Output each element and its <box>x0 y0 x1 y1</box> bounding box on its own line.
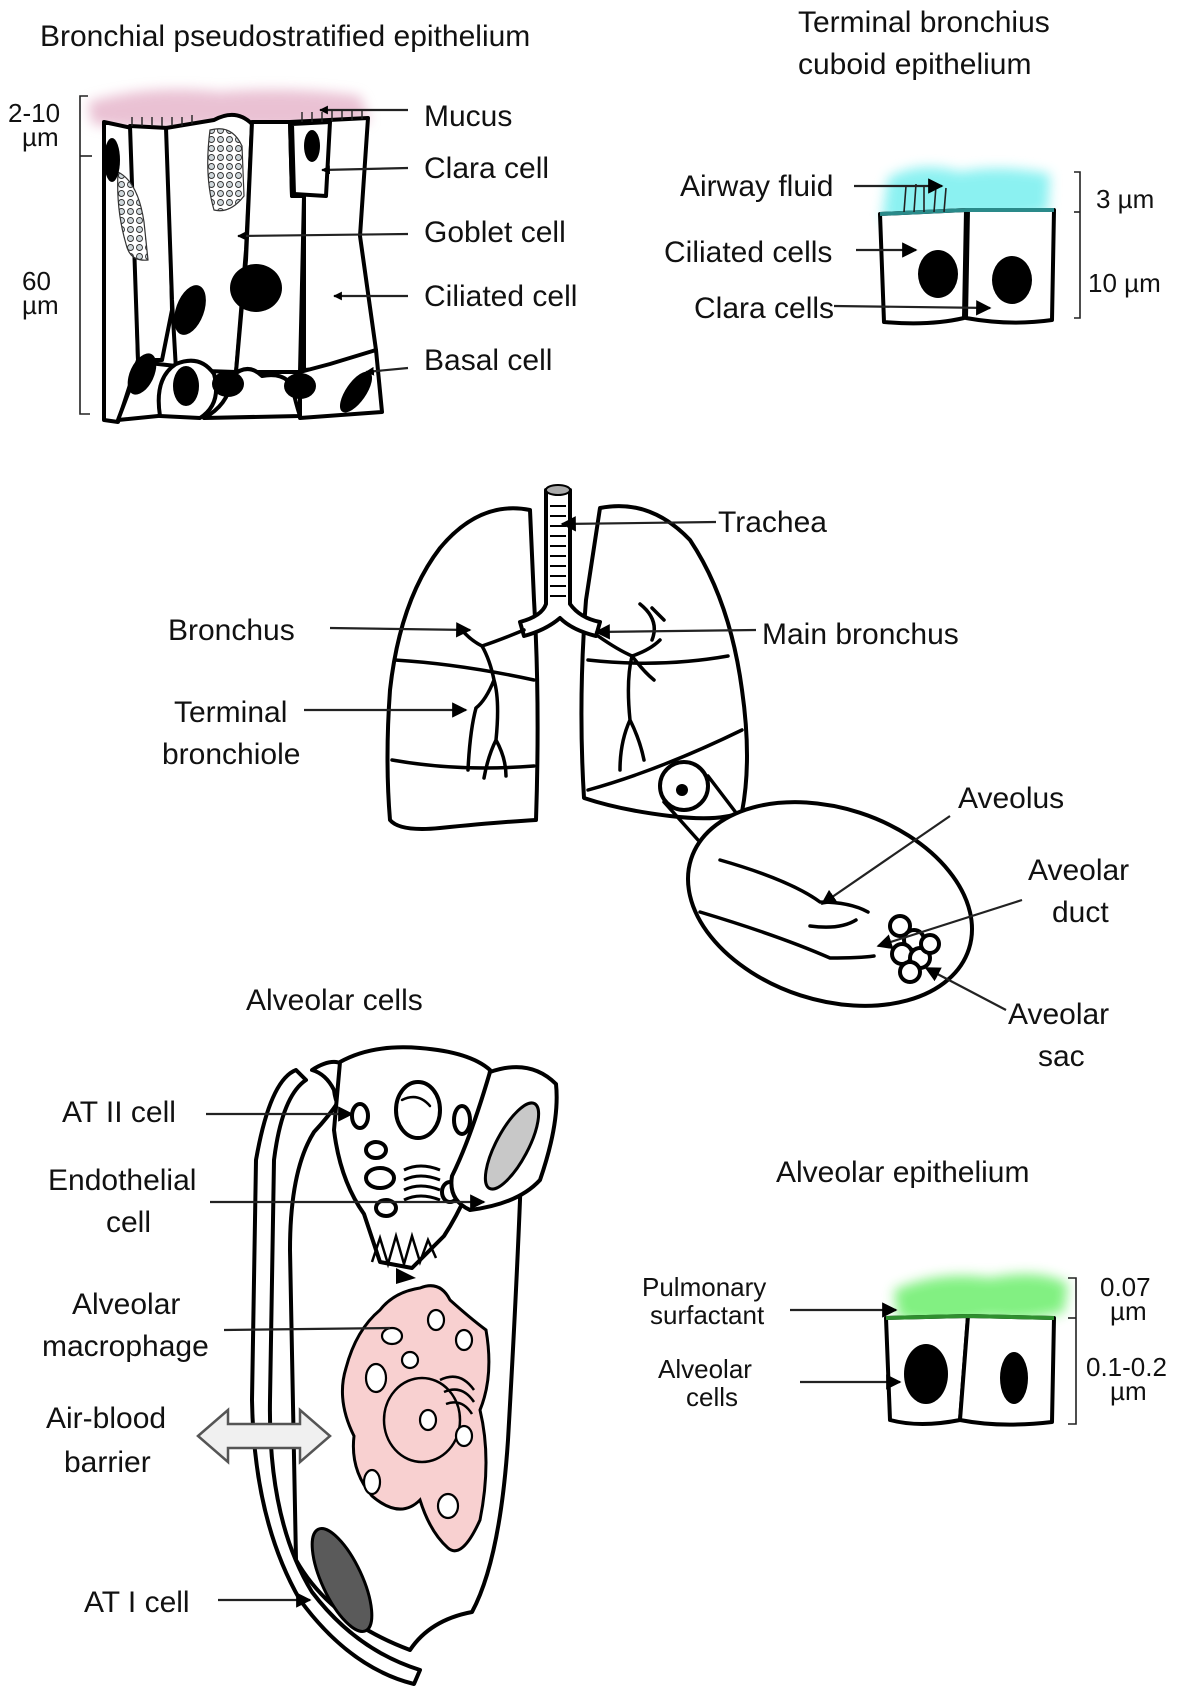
bronchial-epithelium-panel: Bronchial pseudostratified epithelium 2-… <box>8 20 577 422</box>
scale-bracket <box>80 96 90 414</box>
label-trachea: Trachea <box>718 506 827 539</box>
label-barrier-line2: barrier <box>64 1446 151 1479</box>
label-surfactant-line2: surfactant <box>650 1300 765 1330</box>
scale-main-unit: µm <box>22 290 59 320</box>
label-at2-cell: AT II cell <box>62 1096 176 1129</box>
terminal-title-line2: cuboid epithelium <box>798 48 1031 81</box>
label-aveolar-duct-line2: duct <box>1052 896 1109 929</box>
label-ciliated-cells: Ciliated cells <box>664 236 832 269</box>
label-barrier-line1: Air-blood <box>46 1402 166 1435</box>
label-at1-cell: AT I cell <box>84 1586 190 1619</box>
terminal-scale-fluid: 3 µm <box>1096 184 1154 214</box>
terminal-scale-cells: 10 µm <box>1088 268 1161 298</box>
terminal-bronchius-panel: Terminal bronchius cuboid epithelium 3 µ… <box>664 6 1161 325</box>
label-basal-cell: Basal cell <box>424 344 552 377</box>
label-clara-cell: Clara cell <box>424 152 549 185</box>
cuboid-nucleus-1 <box>918 250 958 298</box>
alveolar-epithelium-panel: Alveolar epithelium 0.07 µm 0.1-0.2 µm P… <box>642 1156 1167 1425</box>
label-macrophage-line1: Alveolar <box>72 1288 180 1321</box>
label-mucus: Mucus <box>424 100 512 133</box>
epi-scale-cells-unit: µm <box>1110 1376 1147 1406</box>
trachea-top <box>546 485 570 495</box>
pointer-trachea <box>562 522 716 524</box>
zoom-dot <box>676 784 688 796</box>
label-macrophage-line2: macrophage <box>42 1330 209 1363</box>
cuboid-nucleus-2 <box>992 256 1032 304</box>
alveolar-epi-nucleus-2 <box>1000 1352 1028 1404</box>
bronchial-title: Bronchial pseudostratified epithelium <box>40 20 530 53</box>
alveolar-epi-nucleus-1 <box>904 1344 948 1404</box>
at2-nucleus <box>396 1082 440 1138</box>
alveolar-cells-title: Alveolar cells <box>246 984 423 1017</box>
label-terminal-line2: bronchiole <box>162 738 300 771</box>
label-alveolar-cells-line2: cells <box>686 1382 738 1412</box>
label-aveolar-sac-line1: Aveolar <box>1008 998 1109 1031</box>
label-ciliated-cell: Ciliated cell <box>424 280 577 313</box>
label-terminal-line1: Terminal <box>174 696 287 729</box>
label-main-bronchus: Main bronchus <box>762 618 959 651</box>
label-bronchus: Bronchus <box>168 614 295 647</box>
label-goblet-cell: Goblet cell <box>424 216 566 249</box>
label-alveolar-cells-line1: Alveolar <box>658 1354 752 1384</box>
alveolar-epi-top-edge <box>886 1316 1054 1318</box>
label-clara-cells: Clara cells <box>694 292 834 325</box>
label-aveolar-sac-line2: sac <box>1038 1040 1085 1073</box>
alveolar-cells-panel: Alveolar cells <box>42 984 557 1684</box>
terminal-title-line1: Terminal bronchius <box>798 6 1050 39</box>
epi-scale-surfactant-unit: µm <box>1110 1296 1147 1326</box>
epi-bracket <box>1068 1278 1076 1424</box>
label-endothelial-line1: Endothelial <box>48 1164 196 1197</box>
terminal-bracket <box>1074 172 1080 318</box>
label-surfactant-line1: Pulmonary <box>642 1272 766 1302</box>
label-endothelial-line2: cell <box>106 1206 151 1239</box>
label-aveolus: Aveolus <box>958 782 1064 815</box>
label-aveolar-duct-line1: Aveolar <box>1028 854 1129 887</box>
alveolar-epithelium-title: Alveolar epithelium <box>776 1156 1029 1189</box>
label-airway-fluid: Airway fluid <box>680 170 833 203</box>
granules-goblet <box>208 129 244 211</box>
scale-top-unit: µm <box>22 122 59 152</box>
